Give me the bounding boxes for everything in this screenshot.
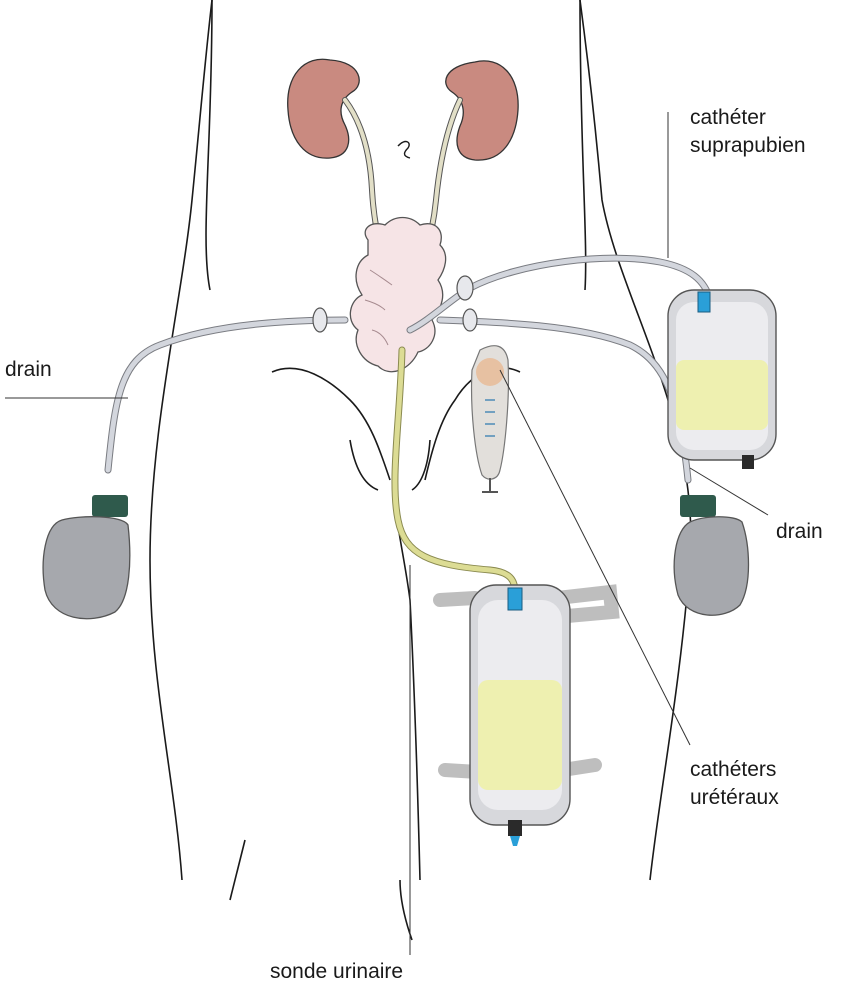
label-urinary-probe: sonde urinaire xyxy=(270,958,403,986)
body-outline xyxy=(150,0,691,940)
label-ureteral-line1: cathéters xyxy=(690,756,779,784)
label-suprapubic-line2: suprapubien xyxy=(690,132,806,160)
navel xyxy=(398,142,410,158)
label-ureteral-line2: urétéraux xyxy=(690,784,779,812)
leg-bag-center xyxy=(440,585,612,846)
leg-bag-right xyxy=(668,290,776,469)
ureteral-urine-bag xyxy=(472,346,509,492)
label-suprapubic-catheter: cathéter suprapubien xyxy=(690,104,806,160)
drain-tube-left xyxy=(108,320,345,470)
bladder xyxy=(350,218,445,372)
label-drain-left: drain xyxy=(5,356,52,384)
label-ureteral-catheters: cathéters urétéraux xyxy=(690,756,779,812)
label-suprapubic-line1: cathéter xyxy=(690,104,806,132)
drain-bulb-left xyxy=(43,495,130,619)
label-drain-right: drain xyxy=(776,518,823,546)
drain-bulb-right xyxy=(674,495,748,615)
